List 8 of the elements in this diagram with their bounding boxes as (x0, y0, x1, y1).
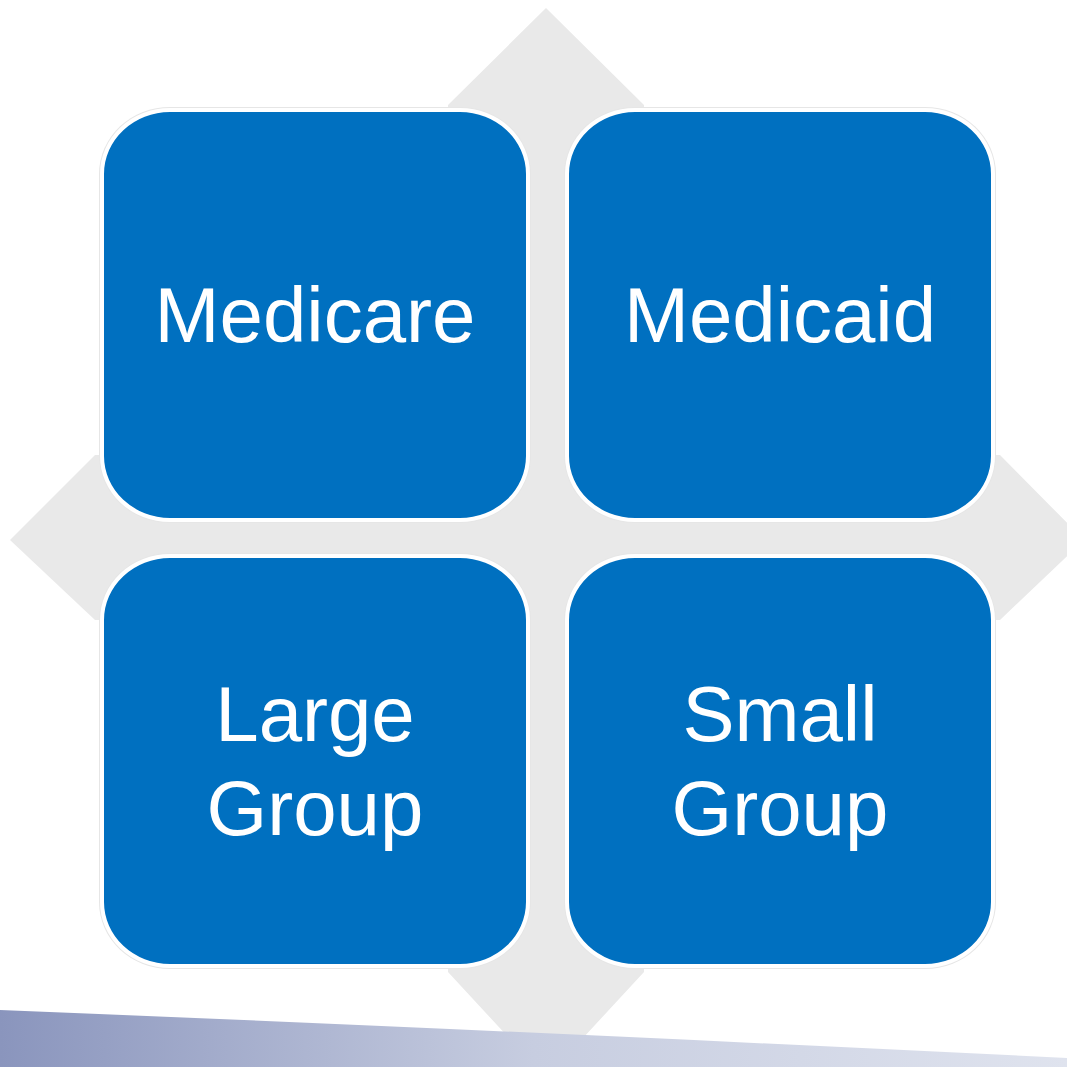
box-label: Small Group (670, 669, 890, 854)
rounded-box (100, 108, 530, 522)
box-label: Medicare (153, 270, 477, 361)
box-label: Medicaid (622, 270, 938, 361)
rounded-box (565, 554, 995, 968)
rounded-box (565, 108, 995, 522)
box-label: Large Group (205, 669, 425, 854)
rounded-box (100, 554, 530, 968)
